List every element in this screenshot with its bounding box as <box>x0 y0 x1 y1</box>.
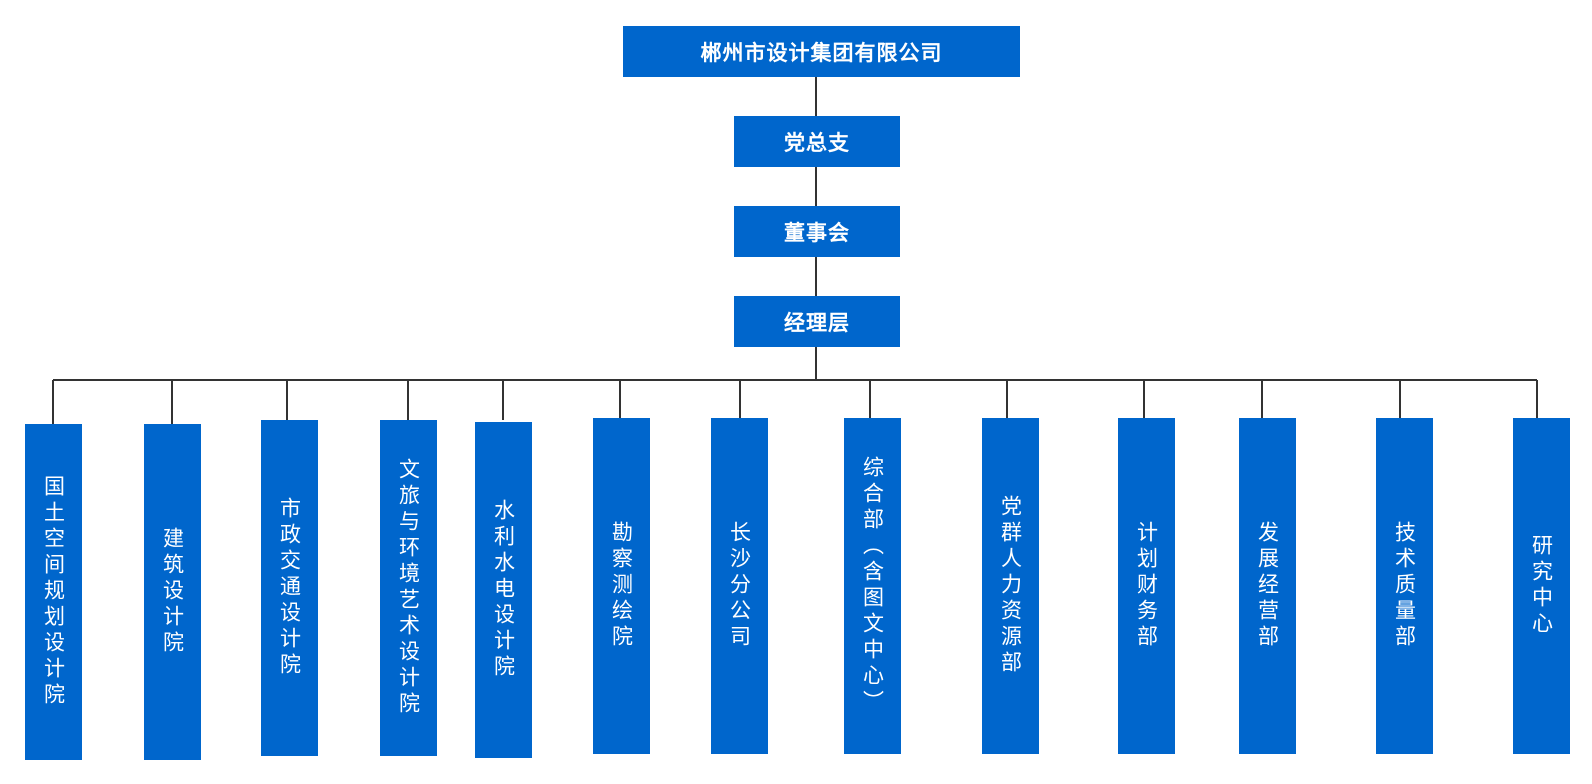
company-box[interactable]: 郴州市设计集团有限公司 <box>623 26 1020 77</box>
dept-municipal-transport[interactable]: 市政交通设计院 <box>261 420 318 756</box>
dept-culture-tourism[interactable]: 文旅与环境艺术设计院 <box>380 420 437 756</box>
dept-label: 发展经营部 <box>1255 521 1280 651</box>
dept-label: 水利水电设计院 <box>491 499 516 681</box>
dept-general-affairs[interactable]: 综合部（含图文中心） <box>844 418 901 754</box>
dept-planning-finance[interactable]: 计划财务部 <box>1118 418 1175 754</box>
dept-architecture[interactable]: 建筑设计院 <box>144 424 201 760</box>
dept-label: 文旅与环境艺术设计院 <box>396 458 421 718</box>
dept-label: 综合部（含图文中心） <box>860 456 885 716</box>
dept-label: 国土空间规划设计院 <box>41 475 66 709</box>
dept-label: 技术质量部 <box>1392 521 1417 651</box>
dept-label: 市政交通设计院 <box>277 497 302 679</box>
dept-research-center[interactable]: 研究中心 <box>1513 418 1570 754</box>
dept-changsha-branch[interactable]: 长沙分公司 <box>711 418 768 754</box>
management-box[interactable]: 经理层 <box>734 296 900 347</box>
dept-label: 计划财务部 <box>1134 521 1159 651</box>
dept-label: 勘察测绘院 <box>609 521 634 651</box>
dept-label: 研究中心 <box>1529 534 1554 638</box>
dept-party-hr[interactable]: 党群人力资源部 <box>982 418 1039 754</box>
dept-survey-mapping[interactable]: 勘察测绘院 <box>593 418 650 754</box>
dept-technical-quality[interactable]: 技术质量部 <box>1376 418 1433 754</box>
dept-business-development[interactable]: 发展经营部 <box>1239 418 1296 754</box>
board-box[interactable]: 董事会 <box>734 206 900 257</box>
party-branch-box[interactable]: 党总支 <box>734 116 900 167</box>
dept-water-conservancy[interactable]: 水利水电设计院 <box>475 422 532 758</box>
dept-label: 建筑设计院 <box>160 527 185 657</box>
dept-label: 党群人力资源部 <box>998 495 1023 677</box>
dept-land-planning[interactable]: 国土空间规划设计院 <box>25 424 82 760</box>
dept-label: 长沙分公司 <box>727 521 752 651</box>
